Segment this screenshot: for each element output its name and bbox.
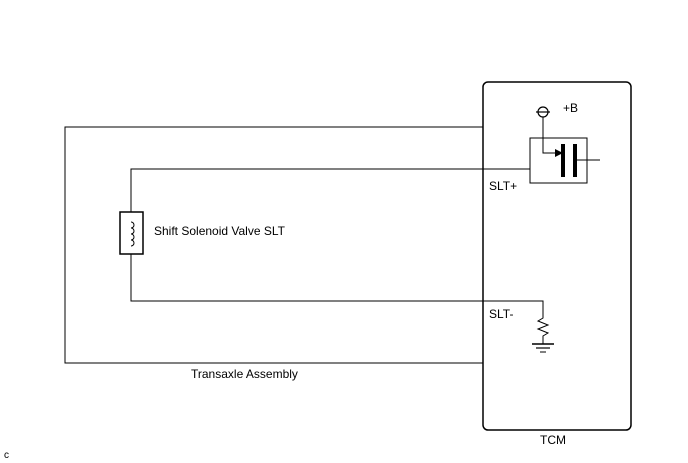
power-terminal-label: +B bbox=[563, 101, 578, 115]
transaxle-assembly-outline bbox=[64, 126, 483, 364]
tcm-box bbox=[482, 81, 632, 431]
driver-circuit-symbol bbox=[529, 117, 600, 184]
slt-plus-wire bbox=[130, 168, 530, 212]
transaxle-assembly-label: Transaxle Assembly bbox=[191, 367, 298, 381]
arrow-icon bbox=[555, 149, 563, 157]
corner-mark: c bbox=[4, 450, 9, 461]
solenoid-valve-label: Shift Solenoid Valve SLT bbox=[154, 224, 286, 238]
shift-solenoid-valve-symbol bbox=[119, 211, 144, 255]
slt-minus-wire bbox=[130, 254, 544, 314]
slt-plus-label: SLT+ bbox=[489, 179, 517, 193]
coil-icon bbox=[130, 221, 135, 247]
tcm-label: TCM bbox=[540, 433, 566, 447]
ground-resistor-symbol bbox=[532, 314, 554, 353]
slt-minus-label: SLT- bbox=[489, 307, 513, 321]
